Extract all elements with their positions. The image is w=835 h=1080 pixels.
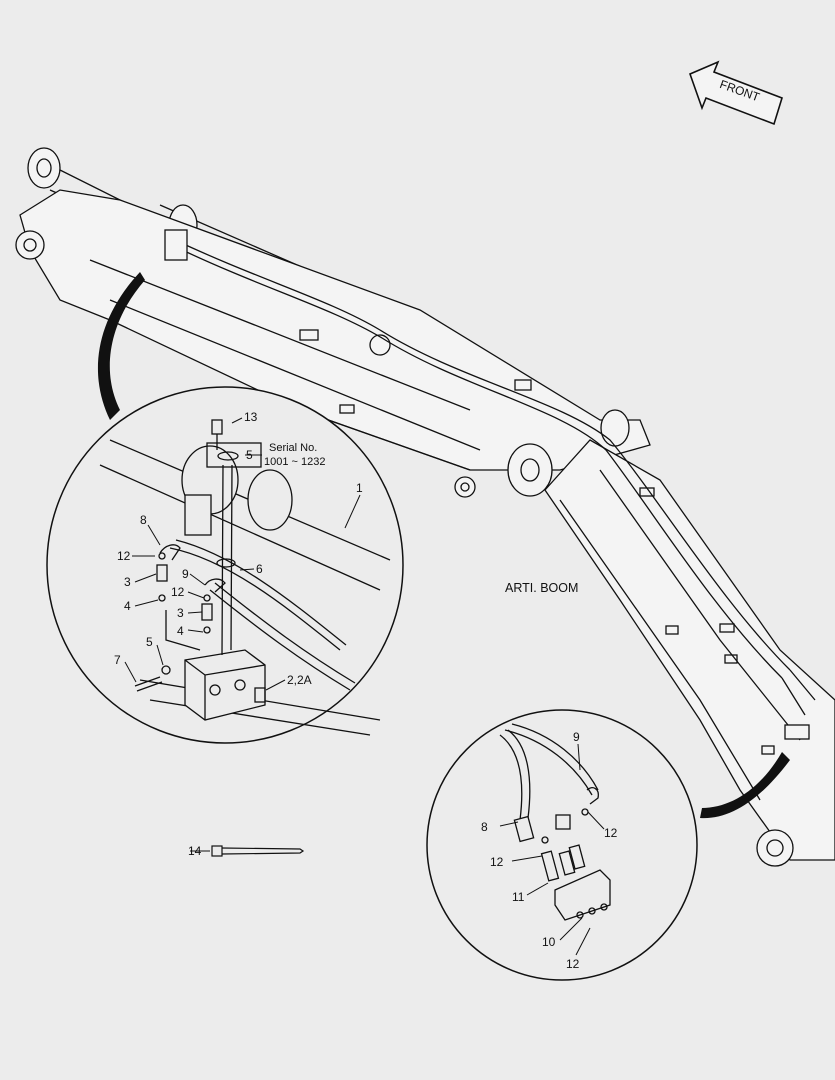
callout-14: 14 [188,844,202,858]
callout-12-a: 12 [117,549,131,563]
detail-circle-right: 9 8 12 12 11 10 12 [426,709,698,981]
detail-arrow-right [700,752,790,819]
rod-eye [27,147,61,189]
cable-tie-part [190,845,305,857]
callout-7: 7 [114,653,121,667]
serial-title: Serial No. [269,442,317,454]
callout-6: 6 [256,562,263,576]
callout-13: 13 [244,410,258,424]
r-callout-11: 11 [512,890,525,904]
r-callout-12-a: 12 [604,826,618,840]
boom-assembly [15,147,835,867]
callout-9: 9 [182,567,189,581]
callout-4-b: 4 [177,624,184,638]
callout-3-b: 3 [177,606,184,620]
callout-1: 1 [356,481,363,495]
r-callout-8: 8 [481,820,488,834]
detail-circle-left: 13 5 1 8 12 6 9 3 12 4 3 4 5 7 2,2A Seri… [46,386,404,744]
r-callout-12-b: 12 [490,855,504,869]
left-callouts: 13 5 1 8 12 6 9 3 12 4 3 4 5 7 2,2A [114,410,363,687]
callout-5-bottom: 5 [146,635,153,649]
serial-range: 1001 ~ 1232 [264,456,325,468]
hose-bracket [554,869,611,921]
callout-8: 8 [140,513,147,527]
callout-12-b: 12 [171,585,185,599]
hydraulic-line-b [177,247,783,679]
callout-2-2a: 2,2A [287,673,312,687]
callout-3-a: 3 [124,575,131,589]
r-callout-12-c: 12 [566,957,580,971]
detail-arrow-left [97,272,145,420]
callout-5-top: 5 [246,448,253,462]
arti-boom-label: ARTI. BOOM [505,581,578,595]
callout-4-a: 4 [124,599,131,613]
front-arrow-icon: FRONT [688,60,783,126]
r-callout-9: 9 [573,730,580,744]
arti-boom-body [544,439,835,861]
r-callout-10: 10 [542,935,556,949]
hydraulic-line-a [174,239,791,671]
right-callouts: 9 8 12 12 11 10 12 [481,730,618,971]
